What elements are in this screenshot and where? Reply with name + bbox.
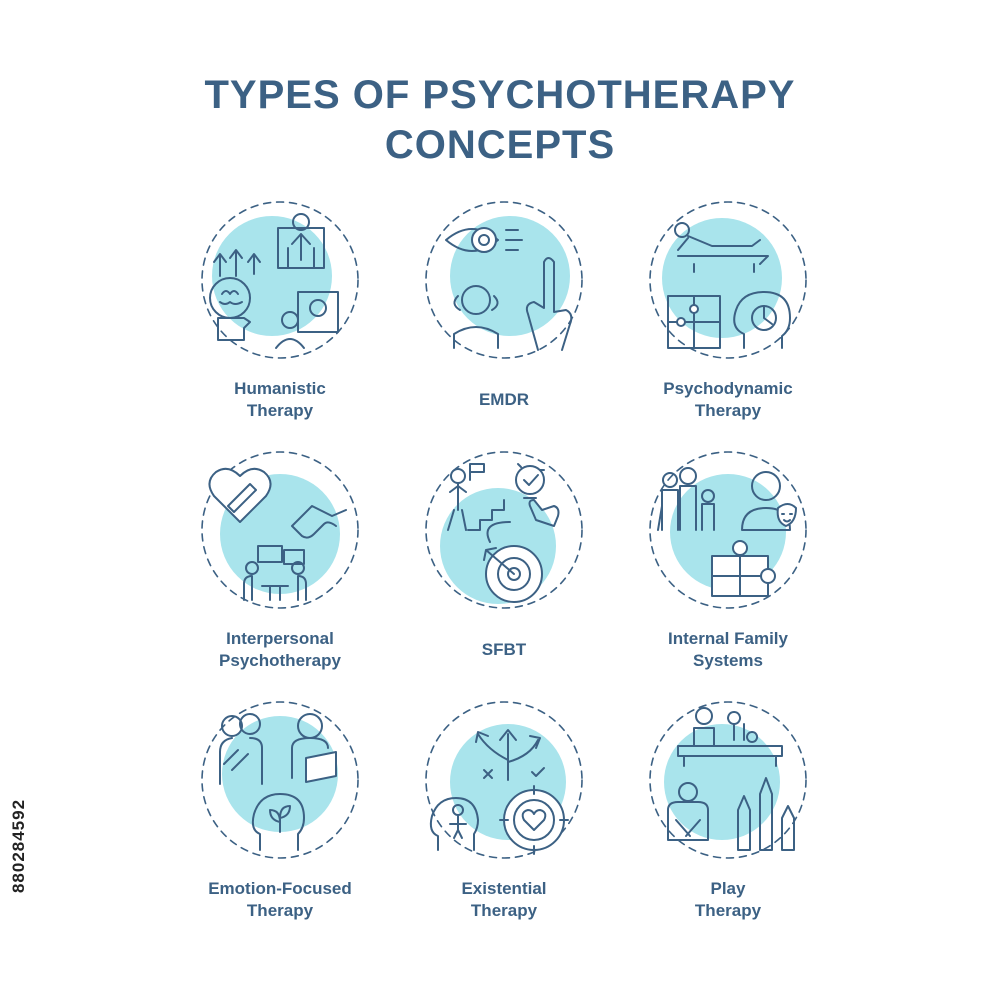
psychodynamic-icon — [648, 200, 808, 360]
concept-sfbt: SFBT — [392, 440, 616, 690]
emdr-icon — [424, 200, 584, 360]
title-line-2: CONCEPTS — [384, 123, 616, 167]
page-title: TYPES OF PSYCHOTHERAPY CONCEPTS — [0, 70, 1000, 170]
stock-id-text: 880284592 — [9, 798, 28, 894]
existential-icon — [424, 700, 584, 860]
concept-label: EMDR — [478, 390, 530, 409]
concept-label: SFBT — [481, 640, 527, 659]
humanistic-icon — [200, 200, 360, 360]
interpersonal-icon — [200, 450, 360, 610]
title-line-1: TYPES OF PSYCHOTHERAPY — [204, 73, 796, 117]
family-systems-icon — [648, 450, 808, 610]
emotion-focused-icon — [200, 700, 360, 860]
sfbt-icon — [424, 450, 584, 610]
play-therapy-icon — [648, 700, 808, 860]
concept-emdr: EMDR — [392, 190, 616, 440]
